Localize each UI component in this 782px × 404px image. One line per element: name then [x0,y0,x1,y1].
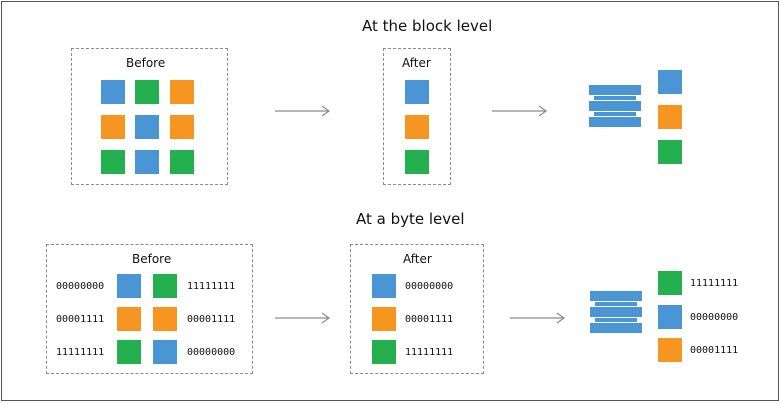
byte-arrow-1 [275,312,331,324]
byte-before-code: 00000000 [56,281,105,292]
byte-before-code: 00000000 [187,347,236,358]
byte-before-code: 00001111 [56,314,105,325]
byte-before-orange-block [153,307,177,331]
byte-before-orange-block [117,307,141,331]
byte-before-label: Before [132,252,172,266]
byte-storage-icon [590,291,642,333]
block-before-box [71,48,228,185]
block-arrow-2 [492,105,548,117]
byte-after-blue-block [372,274,396,298]
block-after-blue-block [405,80,429,104]
byte-before-code: 11111111 [56,347,105,358]
byte-after-code: 00001111 [405,314,454,325]
byte-after-code: 00000000 [405,281,454,292]
byte-before-green-block [117,340,141,364]
byte-after-code: 11111111 [405,347,454,358]
block-before-blue-block [135,150,159,174]
block-before-orange-block [170,115,194,139]
block-before-green-block [170,150,194,174]
byte-before-blue-block [153,340,177,364]
block-stored-blue-block [658,70,682,94]
byte-after-orange-block [372,307,396,331]
byte-before-code: 00001111 [187,314,236,325]
byte-arrow-2 [510,312,566,324]
byte-stored-code: 00000000 [690,312,739,323]
block-arrow-1 [275,105,331,117]
byte-stored-code: 11111111 [690,278,739,289]
byte-stored-orange-block [658,338,682,362]
byte-stored-green-block [658,271,682,295]
block-after-box [383,48,451,185]
block-before-blue-block [135,115,159,139]
block-before-green-block [135,80,159,104]
block-stored-orange-block [658,105,682,129]
byte-before-code: 11111111 [187,281,236,292]
block-storage-icon [589,85,641,127]
block-after-green-block [405,150,429,174]
block-after-orange-block [405,115,429,139]
byte-before-blue-block [117,274,141,298]
byte-after-box [350,244,484,374]
block-before-label: Before [126,56,166,70]
block-before-green-block [101,150,125,174]
block-before-orange-block [170,80,194,104]
byte-before-box [46,244,253,374]
byte-level-title: At a byte level [356,210,465,228]
byte-after-green-block [372,340,396,364]
byte-before-green-block [153,274,177,298]
block-before-orange-block [101,115,125,139]
byte-stored-code: 00001111 [690,345,739,356]
block-before-blue-block [101,80,125,104]
block-stored-green-block [658,140,682,164]
block-level-title: At the block level [362,17,493,35]
byte-after-label: After [403,252,432,266]
byte-stored-blue-block [658,305,682,329]
block-after-label: After [402,56,431,70]
